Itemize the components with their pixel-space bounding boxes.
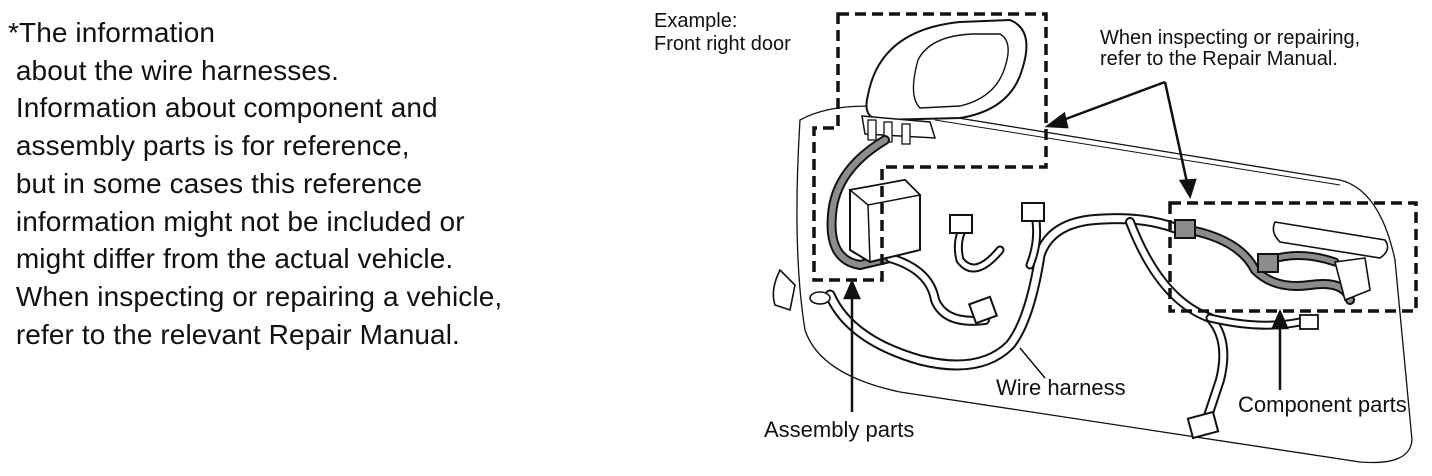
component-parts-dashed-box — [1168, 201, 1418, 313]
connector — [1174, 219, 1196, 239]
assembly-parts-dashed-box — [812, 12, 1048, 282]
connector — [1257, 253, 1279, 273]
note-line: When inspecting or repairing a vehicle, — [8, 280, 503, 312]
connector — [1299, 314, 1319, 330]
note-line: Information about component and — [8, 92, 438, 124]
assembly-parts-label: Assembly parts — [764, 417, 915, 442]
door-inner-line — [934, 119, 1341, 186]
leader-lines — [843, 80, 1289, 412]
repair-manual-label: When inspecting or repairing, — [1100, 27, 1361, 49]
connector — [1186, 410, 1220, 440]
example-door-label: Front right door — [654, 33, 791, 55]
repair-manual-label: refer to the Repair Manual. — [1100, 48, 1338, 70]
door-grommet — [772, 268, 831, 312]
note-line: assembly parts is for reference, — [8, 130, 410, 162]
example-label: Example: — [654, 10, 738, 32]
wire-harness-label: Wire harness — [996, 375, 1126, 400]
connector — [1021, 202, 1045, 222]
component-parts-label: Component parts — [1238, 392, 1407, 417]
connector — [949, 214, 973, 234]
note-line: but in some cases this reference — [8, 167, 423, 199]
note-line: *The information — [8, 17, 216, 48]
mirror-harness — [826, 135, 895, 271]
note-line: refer to the relevant Repair Manual. — [8, 318, 460, 350]
control-module — [848, 178, 922, 264]
connector — [967, 295, 999, 325]
main-wire-harness — [824, 210, 1305, 430]
note-line: information might not be included or — [8, 205, 465, 237]
note-line: might differ from the actual vehicle. — [8, 243, 454, 275]
reference-note: *The information about the wire harnesse… — [8, 14, 608, 353]
door-handle — [1272, 221, 1389, 302]
note-line: about the wire harnesses. — [8, 54, 340, 86]
mirror-assembly — [861, 18, 1028, 145]
